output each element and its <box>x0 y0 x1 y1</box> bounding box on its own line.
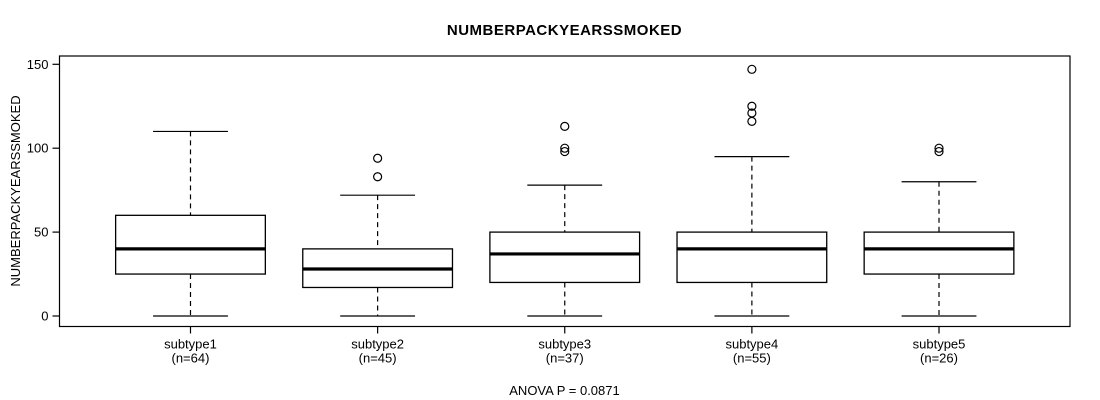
x-category-sublabel-subtype3: (n=37) <box>546 351 584 366</box>
x-category-sublabel-subtype1: (n=64) <box>172 351 210 366</box>
x-category-sublabel-subtype5: (n=26) <box>920 351 958 366</box>
x-category-label-subtype2: subtype2 <box>351 337 404 352</box>
outlier-subtype3-100 <box>560 143 570 153</box>
iqr-box-subtype1 <box>114 214 266 275</box>
outlier-subtype5-98 <box>934 146 944 157</box>
chart-title: NUMBERPACKYEARSSMOKED <box>446 22 683 39</box>
x-category-label-subtype5: subtype5 <box>913 337 966 352</box>
outlier-subtype4-121 <box>747 108 757 118</box>
outlier-subtype2-83 <box>373 172 383 182</box>
x-category-label-subtype4: subtype4 <box>725 337 778 352</box>
y-tick-label-100: 100 <box>27 141 49 156</box>
outlier-subtype2-94 <box>373 153 383 163</box>
y-tick-label-50: 50 <box>34 225 48 240</box>
x-category-sublabel-subtype2: (n=45) <box>359 351 397 366</box>
x-category-label-subtype3: subtype3 <box>538 337 591 352</box>
outlier-subtype3-98 <box>560 146 570 157</box>
outlier-subtype3-113 <box>560 121 570 131</box>
y-tick-label-150: 150 <box>27 57 49 72</box>
outlier-subtype4-125 <box>747 101 757 111</box>
anova-p-value: ANOVA P = 0.0871 <box>509 383 620 398</box>
outlier-subtype4-116 <box>747 116 757 126</box>
y-tick-label-0: 0 <box>41 309 48 324</box>
outlier-subtype5-100 <box>934 143 944 153</box>
x-category-sublabel-subtype4: (n=55) <box>733 351 771 366</box>
outlier-subtype4-147 <box>747 64 757 74</box>
iqr-box-subtype3 <box>489 231 641 284</box>
iqr-box-subtype5 <box>863 231 1015 275</box>
iqr-box-subtype4 <box>676 231 828 284</box>
x-category-label-subtype1: subtype1 <box>164 337 217 352</box>
